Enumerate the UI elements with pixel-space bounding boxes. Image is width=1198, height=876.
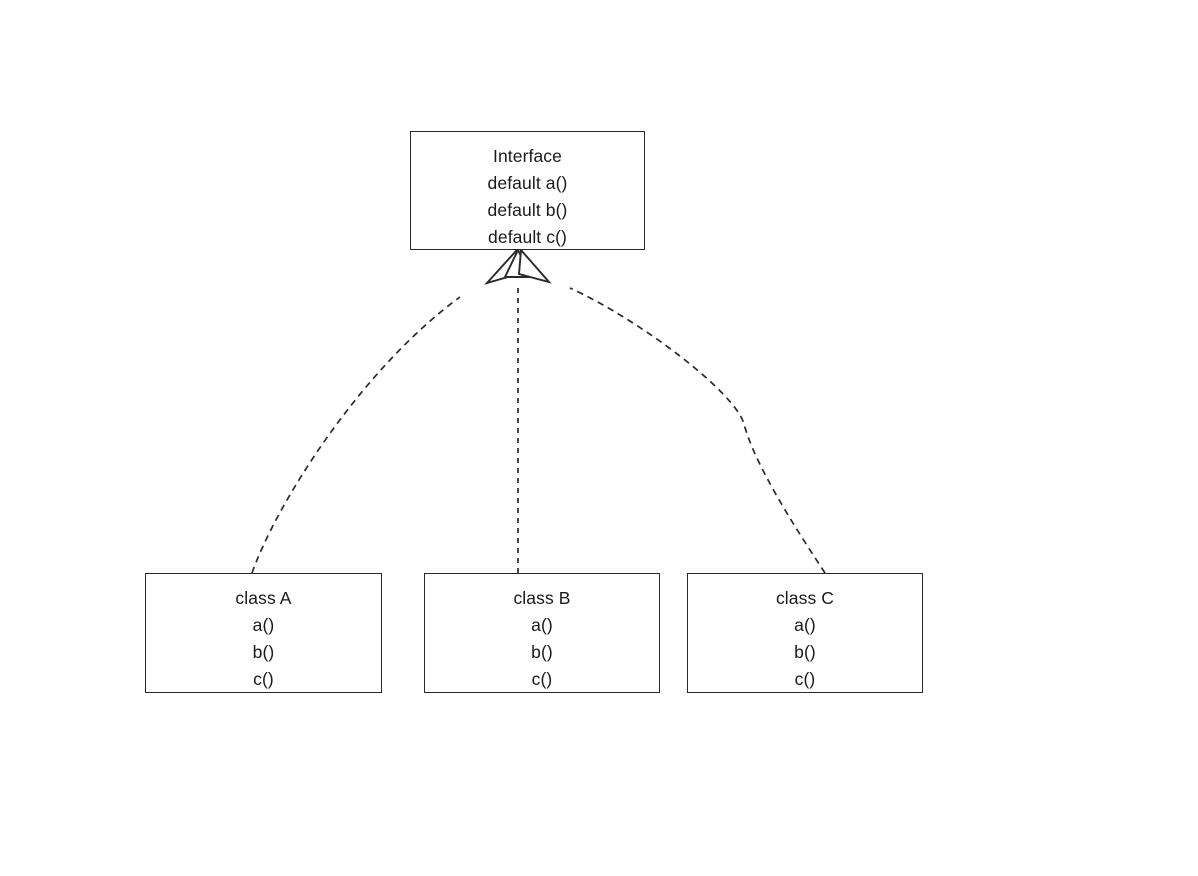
class-b-name: class B: [513, 588, 571, 608]
interface-member-2: default c(): [488, 227, 567, 247]
class-a-member-2: c(): [253, 669, 274, 689]
class-c-member-2: c(): [794, 669, 816, 689]
class-b-member-2: c(): [531, 669, 553, 689]
interface-name: Interface: [493, 146, 562, 166]
class-b-member-0: a(): [531, 615, 553, 635]
realization-edge-class-a[interactable]: [251, 296, 461, 574]
class-b-member-1: b(): [531, 642, 553, 662]
interface-member-0: default a(): [487, 173, 568, 193]
class-a-member-1: b(): [252, 642, 275, 662]
interface-box[interactable]: Interface default a() default b() defaul…: [410, 131, 645, 250]
class-box-b[interactable]: class B a() b() c(): [424, 573, 660, 693]
class-a-member-0: a(): [252, 615, 275, 635]
hollow-triangle-arrowhead-class-b: [503, 247, 533, 278]
realization-edge-class-c[interactable]: [569, 287, 826, 574]
class-box-a[interactable]: class A a() b() c(): [145, 573, 382, 693]
class-c-member-1: b(): [794, 642, 816, 662]
class-c-member-0: a(): [794, 615, 816, 635]
class-box-c[interactable]: class C a() b() c(): [687, 573, 923, 693]
class-c-name: class C: [775, 588, 835, 608]
interface-member-1: default b(): [487, 200, 568, 220]
class-a-name: class A: [235, 588, 292, 608]
hollow-triangle-arrowhead-class-c: [517, 247, 552, 284]
hollow-triangle-arrowhead-class-a: [484, 248, 520, 285]
